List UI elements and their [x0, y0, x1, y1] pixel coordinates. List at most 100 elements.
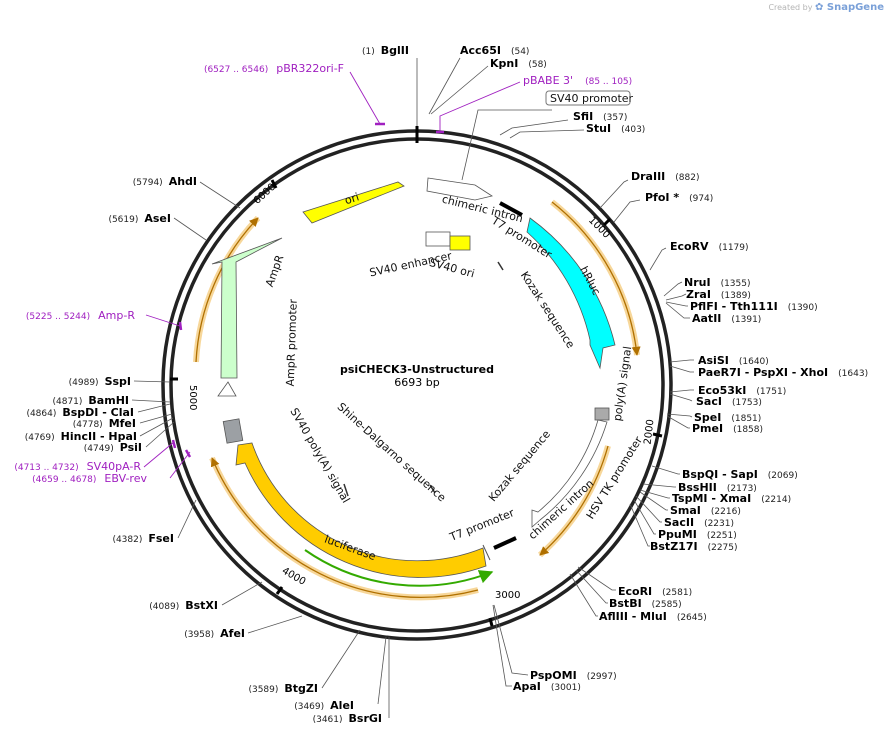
ampr-label: AmpR	[263, 253, 287, 289]
enzyme-pos-bstbi: (2585)	[652, 600, 682, 610]
enzyme-name-psii: PsiI	[120, 441, 142, 454]
leader-pbabe3	[439, 81, 521, 132]
leader-bspdi	[137, 403, 171, 413]
tick-2000	[652, 432, 663, 438]
leader-ecorv	[649, 247, 667, 271]
enzyme-label-ecorv: EcoRV (1179)	[670, 240, 749, 253]
enzyme-name-hincii: HincII - HpaI	[61, 430, 137, 443]
enzyme-label-bstz17i: BstZ17I(2275)	[650, 540, 738, 553]
leader-sv40pa-r	[143, 441, 175, 468]
leader-mfei	[139, 413, 173, 424]
primer-name-pbr322ori-f: pBR322ori-F	[276, 62, 344, 75]
leader-sspi	[133, 380, 171, 383]
sv40-polya-label: SV40 poly(A) signal	[287, 406, 352, 506]
primer-mark-ebv-rev	[184, 449, 192, 458]
enzyme-label-mfei: (4778)MfeI	[73, 417, 136, 430]
enzyme-label-pflfi: PflFI - Tth111I(1390)	[690, 300, 818, 313]
enzyme-name-tspmi: TspMI - XmaI	[672, 492, 751, 505]
primer-pos-ebv-rev: (4659 .. 4678)	[32, 475, 96, 485]
primer-name-ebv-rev: EBV-rev	[104, 472, 147, 485]
primer-leaders	[143, 71, 521, 479]
enzyme-pos-asei: (5619)	[108, 215, 138, 225]
enzyme-name-asei: AseI	[144, 212, 171, 225]
leader-pspomi	[493, 604, 529, 676]
leader-sacii	[635, 495, 662, 523]
enzyme-pos-afei: (3958)	[184, 630, 214, 640]
enzyme-name-bsrgi: BsrGI	[349, 712, 382, 725]
enzyme-label-pmei: PmeI(1858)	[692, 422, 763, 435]
sv40-polya-feature	[222, 418, 244, 444]
t7-promoter-bottom-label: T7 promoter	[447, 506, 517, 544]
t7-promoter-bottom-mark	[493, 536, 517, 550]
leader-smai	[639, 491, 668, 511]
leader-bsshii	[642, 483, 676, 488]
enzyme-label-saci: SacI(1753)	[696, 395, 762, 408]
leader-zrai	[665, 293, 687, 301]
primer-mark-sv40pa-r	[171, 439, 177, 449]
enzyme-label-kpni: KpnI(58)	[490, 57, 547, 70]
hsv-tk-promoter-feature	[531, 419, 608, 528]
enzyme-pos-ppumi: (2251)	[707, 531, 737, 541]
green-primer-arc	[304, 549, 494, 587]
enzyme-pos-asisi: (1640)	[739, 357, 769, 367]
enzyme-pos-aatii: (1391)	[731, 315, 761, 325]
enzyme-pos-mfei: (4778)	[73, 420, 103, 430]
leader-bstxi	[221, 581, 263, 606]
leader-afliii	[569, 573, 598, 617]
ampr-orf-arc	[195, 217, 259, 363]
enzyme-label-stui: StuI(403)	[586, 122, 645, 135]
leader-hincii	[139, 417, 174, 437]
leader-bstbi	[575, 569, 608, 604]
enzyme-label-bstxi: (4089)BstXI	[149, 599, 218, 612]
enzyme-name-bsshii: BssHII	[678, 481, 717, 494]
enzyme-label-eco53ki: Eco53kI(1751)	[698, 384, 786, 397]
polya-right-feature	[594, 407, 610, 421]
enzyme-pos-bsrgi: (3461)	[313, 715, 343, 725]
intron-divider	[482, 544, 491, 561]
enzyme-name-spei: SpeI	[694, 411, 721, 424]
enzyme-label-bglii: (1)BglII	[362, 44, 409, 57]
plasmid-size: 6693 bp	[394, 376, 439, 389]
enzyme-pos-alei: (3469)	[294, 702, 324, 712]
leader-bspqi	[651, 465, 680, 475]
tick-6000	[270, 179, 278, 189]
enzyme-pos-ahdi: (5794)	[133, 178, 163, 188]
enzyme-name-acc65i: Acc65I	[460, 44, 501, 57]
enzyme-name-aatii: AatII	[692, 312, 721, 325]
enzyme-label-paer7i: PaeR7I - PspXI - XhoI(1643)	[698, 366, 868, 379]
primer-label-pbr322ori-f: (6527 .. 6546)pBR322ori-F	[204, 62, 344, 75]
leader-spei	[666, 413, 693, 418]
leader-paer7i	[669, 365, 694, 373]
primer-label-pbabe3: pBABE 3'(85 .. 105)	[523, 74, 632, 87]
primer-labels: (6527 .. 6546)pBR322ori-F pBABE 3'(85 ..…	[14, 62, 632, 485]
enzyme-pos-nrui: (1355)	[721, 279, 751, 289]
enzyme-pos-zrai: (1389)	[721, 291, 751, 301]
enzyme-pos-ecorv: (1179)	[719, 243, 749, 253]
leader-fsei	[177, 499, 197, 539]
chimeric-intron-top-feature	[426, 177, 494, 201]
enzyme-name-btgzi: BtgZI	[284, 682, 318, 695]
leader-draiii	[599, 179, 629, 209]
enzyme-name-alei: AleI	[330, 699, 354, 712]
enzyme-pos-psii: (4749)	[84, 444, 114, 454]
enzyme-pos-sacii: (2231)	[704, 519, 734, 529]
luciferase-feature	[235, 442, 487, 578]
enzyme-label-bspdi: (4864)BspDI - ClaI	[26, 406, 134, 419]
snapgene-credit: Created by ✿ SnapGene	[768, 2, 884, 13]
enzyme-label-aatii: AatII (1391)	[692, 312, 761, 325]
leader-sfii	[499, 119, 569, 136]
enzyme-name-ahdi: AhdI	[169, 175, 197, 188]
enzyme-label-bamhi: (4871)BamHI	[52, 394, 129, 407]
leader-eco53ki	[669, 389, 694, 393]
primer-name-amp-r: Amp-R	[98, 309, 135, 322]
enzyme-labels: (1)BglII Acc65I(54) KpnI(58) SfiI(357) S…	[25, 44, 868, 725]
enzyme-name-bspdi: BspDI - ClaI	[62, 406, 134, 419]
enzyme-label-apai: ApaI(3001)	[513, 680, 581, 693]
tick-label-5000: 5000	[187, 385, 198, 410]
enzyme-name-sfii: SfiI	[573, 110, 593, 123]
leader-kpni	[430, 65, 489, 115]
enzyme-name-ecorv: EcoRV	[670, 240, 709, 253]
enzyme-name-ppumi: PpuMI	[658, 528, 697, 541]
leader-asei	[173, 217, 207, 241]
